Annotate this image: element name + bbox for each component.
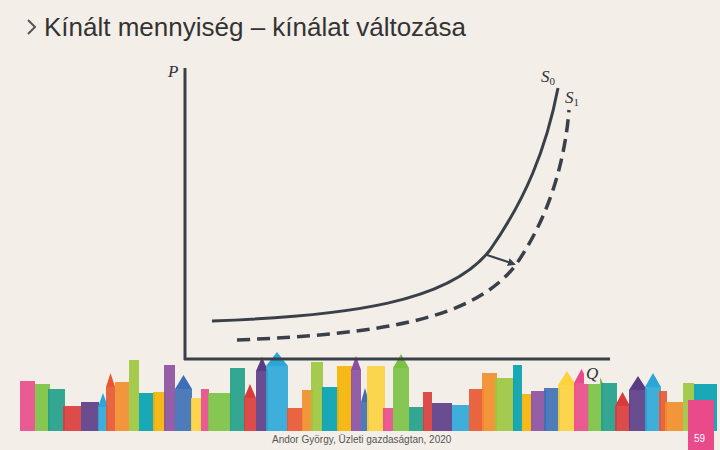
skyline-building <box>81 402 99 431</box>
skyline-building <box>115 382 129 431</box>
skyline-building <box>383 408 393 431</box>
skyline-building <box>558 385 576 431</box>
skyline-building <box>208 393 231 431</box>
skyline-building <box>201 389 209 431</box>
skyline-building <box>423 392 432 431</box>
skyline-building <box>63 406 81 431</box>
curve-label: S1 <box>565 88 579 108</box>
skyline-building <box>452 405 469 431</box>
slide-title: Kínált mennyiség – kínálat változása <box>44 12 466 43</box>
axis-label: P <box>168 62 178 82</box>
skyline-building <box>482 373 497 431</box>
skyline-building <box>322 387 339 431</box>
skyline-building <box>645 387 661 431</box>
supply-curve-s0 <box>212 88 558 321</box>
skyline-building <box>531 391 546 431</box>
skyline-building <box>522 394 532 431</box>
price-axis <box>184 68 187 360</box>
skyline-building <box>615 406 630 431</box>
page-number: 59 <box>694 433 705 444</box>
skyline-building <box>244 398 256 431</box>
skyline-building <box>588 383 603 431</box>
skyline-building <box>351 370 361 431</box>
skyline-roof <box>558 371 576 385</box>
skyline-building <box>629 390 647 431</box>
skyline-building <box>544 388 560 431</box>
skyline-building <box>337 366 352 431</box>
skyline-building <box>175 389 192 431</box>
skyline-building <box>106 387 115 431</box>
skyline-building <box>665 402 683 431</box>
skyline-building <box>230 368 245 431</box>
skyline-roof <box>629 376 647 390</box>
skyline-building <box>574 383 589 431</box>
skyline-building <box>164 365 175 431</box>
skyline-roof <box>615 392 630 406</box>
skyline <box>20 352 717 431</box>
quantity-axis <box>184 358 610 361</box>
skyline-building <box>601 383 617 431</box>
skyline-building <box>393 368 409 431</box>
skyline-building <box>367 366 385 431</box>
skyline-building <box>20 381 35 431</box>
skyline-roof <box>175 375 192 389</box>
footer-credit: Andor György, Üzleti gazdaságtan, 2020 <box>272 434 451 445</box>
skyline-building <box>432 403 452 431</box>
skyline-roof <box>393 354 409 368</box>
curve-label: S0 <box>541 67 555 87</box>
bullet-chevron <box>28 20 35 34</box>
skyline-roof <box>645 373 661 387</box>
skyline-building <box>48 389 65 431</box>
axis-label: Q <box>584 364 600 384</box>
supply-curve-s1 <box>237 110 569 340</box>
skyline-building <box>469 389 484 431</box>
skyline-building <box>35 384 50 431</box>
skyline-roof <box>244 384 256 398</box>
skyline-building <box>311 362 323 431</box>
skyline-building <box>191 398 201 431</box>
skyline-building <box>266 366 288 431</box>
page-building <box>688 400 714 450</box>
skyline-building <box>129 360 139 431</box>
skyline-building <box>513 365 522 431</box>
skyline-building <box>495 378 514 431</box>
skyline-building <box>409 407 424 431</box>
skyline-roof <box>106 373 115 387</box>
shift-arrow <box>487 255 514 264</box>
skyline-building <box>139 393 155 431</box>
skyline-building <box>287 408 303 431</box>
